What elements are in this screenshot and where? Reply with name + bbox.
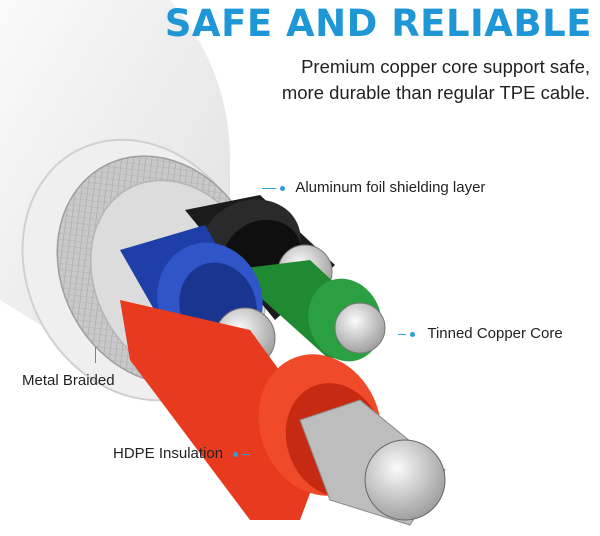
- leader-metal-braided: [95, 347, 96, 363]
- label-text: Aluminum foil shielding layer: [295, 179, 486, 196]
- leader-line: [398, 333, 406, 335]
- label-text: HDPE Insulation: [113, 445, 224, 462]
- page-title: SAFE AND RELIABLE: [164, 2, 592, 45]
- red-wire: [120, 300, 446, 526]
- leader-line: [262, 187, 276, 189]
- label-aluminum-foil: Aluminum foil shielding layer: [262, 179, 485, 196]
- leader-line: [242, 453, 251, 455]
- label-metal-braided: Metal Braided: [22, 372, 115, 389]
- label-tinned-copper: Tinned Copper Core: [398, 325, 563, 342]
- marker-dot: [280, 185, 286, 191]
- marker-dot: [410, 331, 416, 337]
- green-wire: [230, 260, 386, 362]
- page-subtitle: Premium copper core support safe, more d…: [281, 56, 590, 103]
- marker-dot: [233, 451, 239, 457]
- label-text: Tinned Copper Core: [427, 325, 563, 342]
- label-hdpe: HDPE Insulation: [113, 445, 251, 462]
